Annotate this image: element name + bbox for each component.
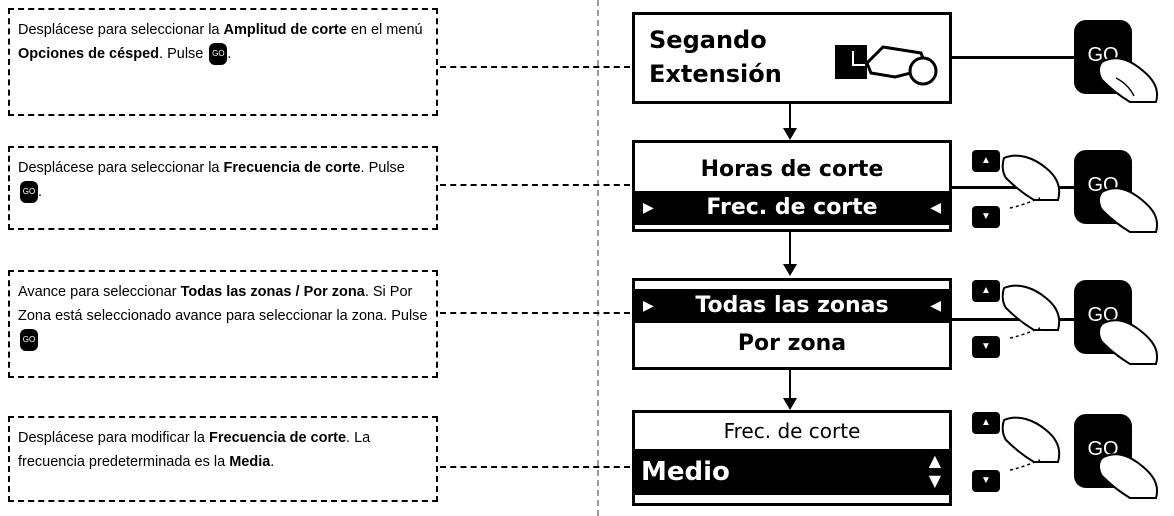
- column-divider: [597, 0, 599, 516]
- screen-2: Horas de corte ▶ Frec. de corte ◀: [632, 140, 952, 232]
- pressing-hand-icon: [1001, 154, 1061, 209]
- up-button-icon: ▲: [972, 150, 1000, 172]
- selector-left-icon: ▶: [643, 200, 654, 216]
- leader-line-4: [440, 466, 630, 468]
- pressing-hand-icon: [1001, 416, 1061, 471]
- down-button-icon: ▼: [972, 470, 1000, 492]
- leader-line-2: [440, 184, 630, 186]
- mower-icon: [835, 45, 938, 86]
- selector-right-icon: ◀: [930, 200, 941, 216]
- flow-arrow-2: [783, 264, 797, 276]
- leader-line-3: [440, 312, 630, 314]
- screen-2-line2: ▶ Frec. de corte ◀: [635, 191, 949, 225]
- go-button-icon: GO: [209, 43, 228, 66]
- go-connector-3: [952, 318, 1076, 321]
- up-button-icon: ▲: [972, 412, 1000, 434]
- screen-4: Frec. de corte Medio ▲ ▼: [632, 410, 952, 506]
- selector-right-icon: ◀: [930, 298, 941, 314]
- flow-arrow-1: [783, 128, 797, 140]
- flow-connector-3: [789, 370, 791, 400]
- pressing-hand-icon: [1098, 453, 1158, 499]
- flow-connector-1: [789, 104, 791, 132]
- pressing-hand-icon: [1098, 187, 1158, 233]
- pressing-hand-icon: [1001, 284, 1061, 339]
- instruction-box-3: Avance para seleccionar Todas las zonas …: [8, 270, 438, 378]
- pressing-hand-icon: [1098, 319, 1158, 365]
- screen-1-line1: Segando: [649, 26, 767, 54]
- selector-left-icon: ▶: [643, 298, 654, 314]
- instruction-box-1: Desplácese para seleccionar la Amplitud …: [8, 8, 438, 116]
- go-button-icon: GO: [20, 181, 38, 204]
- scroll-up-icon: ▲: [928, 451, 941, 470]
- screen-3: ▶ Todas las zonas ◀ Por zona: [632, 278, 952, 370]
- go-connector-2: [952, 186, 1076, 189]
- up-button-icon: ▲: [972, 280, 1000, 302]
- screen-4-line1: Frec. de corte: [723, 419, 861, 443]
- pressing-hand-icon: [1098, 57, 1158, 103]
- go-button-icon: GO: [20, 329, 38, 352]
- screen-4-line2: Medio ▲ ▼: [635, 449, 949, 495]
- leader-line-1: [440, 66, 630, 68]
- screen-2-line1: Horas de corte: [700, 157, 884, 182]
- instruction-box-2: Desplácese para seleccionar la Frecuenci…: [8, 146, 438, 230]
- screen-3-line2: Por zona: [737, 331, 847, 356]
- screen-3-line1: ▶ Todas las zonas ◀: [635, 289, 949, 323]
- scroll-down-icon: ▼: [928, 471, 941, 490]
- screen-1-line2: Extensión: [649, 60, 782, 88]
- flow-arrow-3: [783, 398, 797, 410]
- go-connector-1: [952, 56, 1076, 59]
- flow-connector-2: [789, 232, 791, 266]
- down-button-icon: ▼: [972, 336, 1000, 358]
- instruction-box-4: Desplácese para modificar la Frecuencia …: [8, 416, 438, 502]
- screen-1: Segando Extensión: [632, 12, 952, 104]
- down-button-icon: ▼: [972, 206, 1000, 228]
